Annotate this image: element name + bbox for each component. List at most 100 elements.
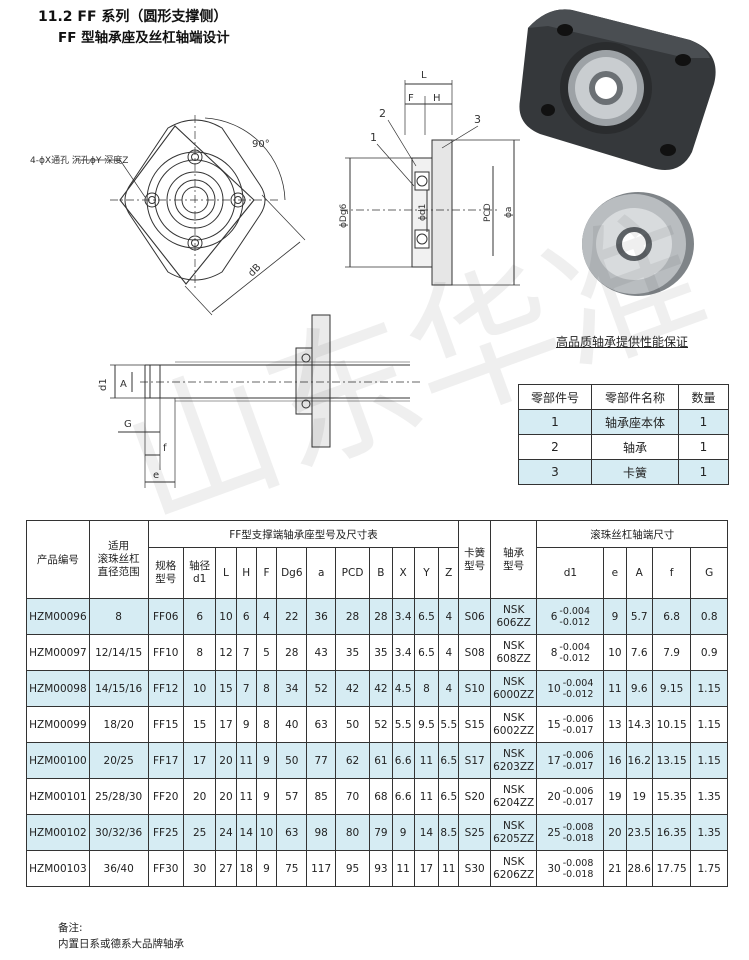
shaft-d1-tolerance: -0.004-0.012 (563, 678, 594, 700)
header-shaft-f: f (651, 547, 692, 599)
dg6-label: ϕDg6 (339, 203, 349, 228)
bearing-model: 608ZZ (496, 652, 531, 665)
a-label: ϕa (504, 207, 514, 218)
cell-d1: 25 (182, 814, 217, 851)
housing-photo (519, 9, 716, 171)
bearing-model: 606ZZ (496, 616, 531, 629)
cell-b: 35 (369, 634, 393, 671)
cell-f: 4 (255, 598, 278, 635)
cell-l: 24 (215, 814, 237, 851)
cell-b: 79 (369, 814, 393, 851)
header-shaft-G: G (690, 547, 728, 599)
cell-b: 52 (369, 706, 393, 743)
shaft-d1-value: 8 (550, 646, 558, 659)
tolerance-lower: -0.012 (559, 652, 591, 664)
cell-y: 11 (413, 778, 440, 815)
bearing-model: 6203ZZ (493, 760, 535, 773)
cell-shaft-f: 7.9 (651, 634, 692, 671)
cell-y: 17 (413, 850, 440, 887)
cell-shaft-e: 16 (603, 742, 627, 779)
cell-shaft-e: 21 (603, 850, 627, 887)
cell-shaft-a: 14.3 (625, 706, 653, 743)
cell-f: 8 (255, 706, 278, 743)
parts-cell-qty: 1 (678, 409, 729, 435)
cell-shaft-e: 13 (603, 706, 627, 743)
tolerance-lower: -0.017 (562, 760, 594, 772)
cell-range: 30/32/36 (88, 814, 149, 851)
table-header-row-2: 规格 型号 轴径 d1 L H F Dg6 a PCD B X Y Z d1 e… (27, 547, 728, 599)
parts-row: 2 轴承 1 (518, 434, 729, 460)
cell-code: HZM00101 (26, 778, 90, 815)
bearing-brand: NSK (502, 675, 525, 688)
cell-z: 5.5 (438, 706, 460, 743)
d1-shaft-label: d1 (98, 378, 109, 391)
cell-dg6: 22 (276, 598, 308, 635)
parts-cell-number: 1 (518, 409, 592, 435)
shaft-d1-value: 20 (547, 790, 561, 803)
cell-h: 9 (235, 706, 257, 743)
cell-a: 43 (306, 634, 336, 671)
tolerance-upper: -0.004 (559, 641, 591, 653)
cell-y: 14 (413, 814, 440, 851)
cell-clip: S30 (458, 850, 491, 887)
cell-y: 11 (413, 742, 440, 779)
parts-cell-number: 2 (518, 434, 592, 460)
cell-shaft-d1: 20-0.006-0.017 (536, 778, 605, 815)
dimension-table: 产品编号 适用 滚珠丝杠 直径范围 FF型支撑端轴承座型号及尺寸表 卡簧 型号 … (26, 520, 728, 887)
cell-range: 14/15/16 (88, 670, 149, 707)
cell-pcd: 35 (334, 634, 371, 671)
bearing-model: 6206ZZ (493, 868, 535, 881)
parts-row: 3 卡簧 1 (518, 459, 729, 485)
cell-shaft-f: 17.75 (651, 850, 692, 887)
cell-shaft-a: 9.6 (625, 670, 653, 707)
shaft-d1-tolerance: -0.008-0.018 (563, 858, 594, 880)
header-PCD: PCD (334, 547, 371, 599)
bearing-brand: NSK (502, 783, 525, 796)
cell-pcd: 70 (334, 778, 371, 815)
cell-x: 3.4 (391, 598, 415, 635)
cell-b: 28 (369, 598, 393, 635)
cell-l: 12 (215, 634, 237, 671)
cell-b: 61 (369, 742, 393, 779)
bearing-model: 6205ZZ (493, 832, 535, 845)
cell-range: 25/28/30 (88, 778, 149, 815)
cell-clip: S15 (458, 706, 491, 743)
cell-shaft-a: 5.7 (625, 598, 653, 635)
cell-clip: S08 (458, 634, 491, 671)
bearing-model: 6002ZZ (493, 724, 535, 737)
cell-pcd: 80 (334, 814, 371, 851)
cell-z: 11 (438, 850, 460, 887)
cell-l: 20 (215, 778, 237, 815)
header-F: F (255, 547, 278, 599)
cell-d1: 10 (182, 670, 217, 707)
tolerance-upper: -0.006 (562, 713, 594, 725)
cell-range: 8 (88, 598, 149, 635)
cell-pcd: 28 (334, 598, 371, 635)
cell-l: 10 (215, 598, 237, 635)
parts-header-qty: 数量 (678, 384, 729, 410)
cell-model: FF12 (147, 670, 184, 707)
cell-a: 63 (306, 706, 336, 743)
d1-label: ϕd1 (418, 204, 428, 221)
cell-z: 6.5 (438, 742, 460, 779)
bearing-brand: NSK (502, 639, 525, 652)
shaft-d1-value: 10 (547, 682, 561, 695)
shaft-d1-value: 6 (550, 610, 558, 623)
cell-d1: 15 (182, 706, 217, 743)
A-label: A (120, 379, 127, 390)
cell-a: 52 (306, 670, 336, 707)
cell-model: FF17 (147, 742, 184, 779)
header-Z: Z (438, 547, 460, 599)
cell-code: HZM00102 (26, 814, 90, 851)
cell-shaft-g: 1.15 (690, 670, 728, 707)
cell-d1: 30 (182, 850, 217, 887)
L-label: L (421, 70, 427, 81)
parts-header-row: 零部件号 零部件名称 数量 (518, 384, 729, 410)
H-label: H (433, 93, 441, 104)
header-housing-group: FF型支撑端轴承座型号及尺寸表 (147, 520, 460, 548)
callout-1: 1 (370, 131, 377, 144)
header-d1: 轴径 d1 (182, 547, 217, 599)
cell-clip: S17 (458, 742, 491, 779)
